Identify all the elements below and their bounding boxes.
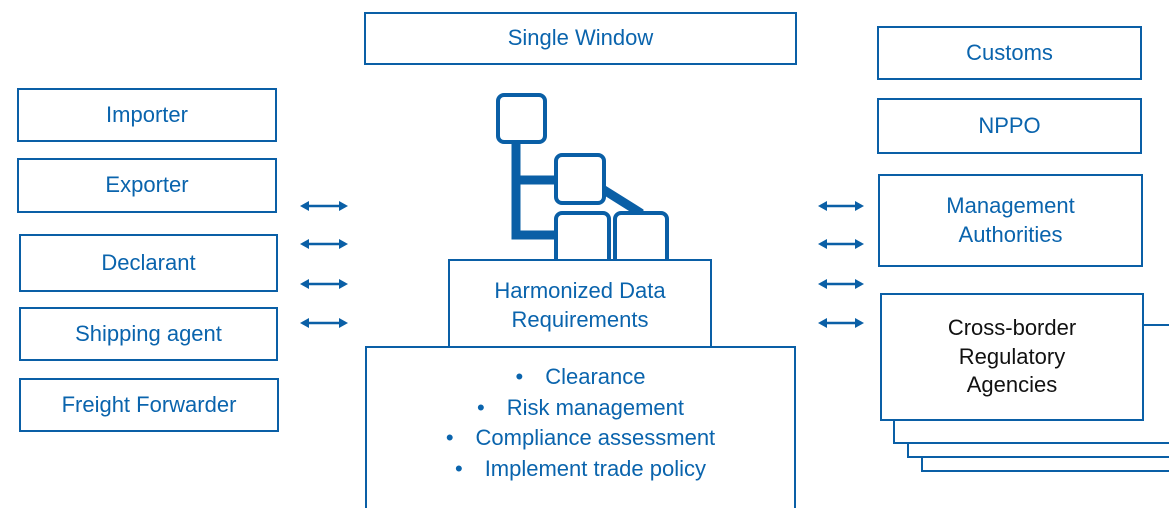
importer-box: Importer xyxy=(17,88,277,142)
crossborder-agencies-box: Cross-border Regulatory Agencies xyxy=(880,293,1144,421)
left-connectors xyxy=(300,201,348,328)
double-arrow-icon xyxy=(818,279,864,289)
shipping-agent-label: Shipping agent xyxy=(75,320,222,346)
harmonized-data-box: Harmonized Data Requirements xyxy=(448,259,712,352)
functions-box: Clearance Risk management Compliance ass… xyxy=(365,346,796,508)
crossborder-label-line1: Cross-border xyxy=(947,315,1077,341)
declarant-label: Declarant xyxy=(101,249,196,275)
customs-box: Customs xyxy=(877,26,1142,80)
function-item: Risk management xyxy=(367,393,794,424)
right-connectors xyxy=(818,201,864,328)
importer-label: Importer xyxy=(106,101,188,127)
crossborder-label-line2: Regulatory xyxy=(958,343,1066,369)
double-arrow-icon xyxy=(300,279,348,289)
double-arrow-icon xyxy=(300,201,348,211)
function-item: Implement trade policy xyxy=(367,454,794,485)
single-window-label: Single Window xyxy=(507,25,654,51)
double-arrow-icon xyxy=(818,239,864,249)
shipping-agent-box: Shipping agent xyxy=(19,307,278,361)
double-arrow-icon xyxy=(300,239,348,249)
functions-list: Clearance Risk management Compliance ass… xyxy=(367,348,794,484)
harmonized-label-line1: Harmonized Data xyxy=(494,277,666,303)
exporter-box: Exporter xyxy=(17,158,277,213)
hierarchy-boxes-icon xyxy=(496,93,669,267)
freight-forwarder-box: Freight Forwarder xyxy=(19,378,279,432)
management-label-line1: Management xyxy=(946,192,1075,218)
harmonized-label-line2: Requirements xyxy=(511,306,649,332)
function-item: Clearance xyxy=(367,362,794,393)
customs-label: Customs xyxy=(966,39,1053,65)
declarant-box: Declarant xyxy=(19,234,278,292)
exporter-label: Exporter xyxy=(105,172,189,198)
double-arrow-icon xyxy=(818,201,864,211)
crossborder-label-line3: Agencies xyxy=(966,372,1058,398)
double-arrow-icon xyxy=(300,318,348,328)
nppo-box: NPPO xyxy=(877,98,1142,154)
management-authorities-box: Management Authorities xyxy=(878,174,1143,267)
double-arrow-icon xyxy=(818,318,864,328)
single-window-box: Single Window xyxy=(364,12,797,65)
function-item: Compliance assessment xyxy=(367,423,794,454)
nppo-label: NPPO xyxy=(978,112,1041,138)
management-label-line2: Authorities xyxy=(958,221,1063,247)
freight-forwarder-label: Freight Forwarder xyxy=(61,391,237,417)
